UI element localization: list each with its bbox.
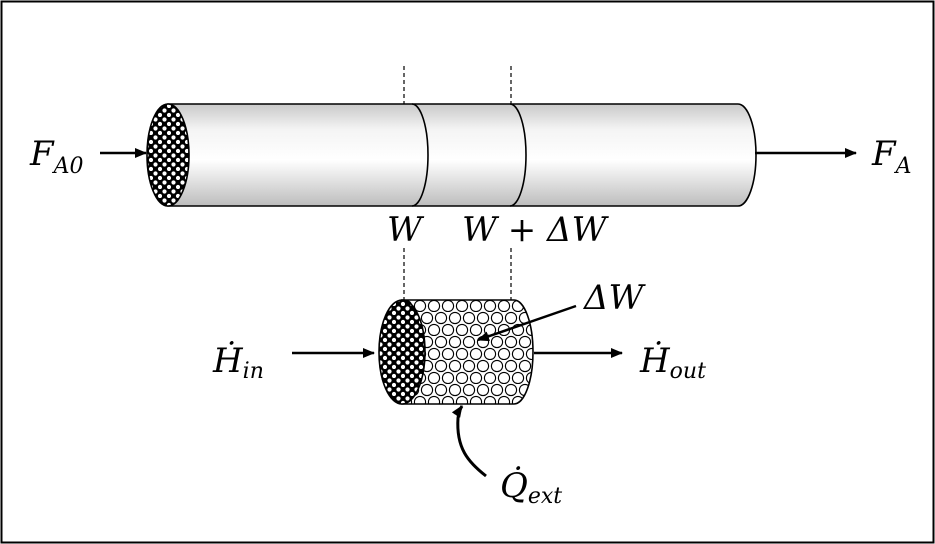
heat-ext-label: Q̇ext (500, 466, 562, 509)
element-pointer-arrow (477, 304, 577, 342)
enthalpy-in-label: Ḣin (212, 341, 264, 384)
slice-boundary-w (411, 103, 429, 207)
heat-ext-arrow (451, 405, 487, 478)
enthalpy-out-label: Ḣout (639, 341, 706, 384)
position-w-label: W (387, 210, 425, 250)
position-w-dw-label: W + ΔW (462, 210, 610, 250)
outlet-flow-label: FA (871, 134, 911, 179)
reactor-inlet-face (146, 103, 190, 207)
element-dw-label: ΔW (582, 278, 647, 318)
differential-element (378, 299, 534, 405)
element-inlet-face (378, 299, 426, 405)
inlet-flow-label: FA0 (29, 134, 83, 179)
reactor-tube (146, 103, 757, 207)
slice-boundary-w-dw (509, 103, 527, 207)
dashed-guides (403, 66, 512, 300)
